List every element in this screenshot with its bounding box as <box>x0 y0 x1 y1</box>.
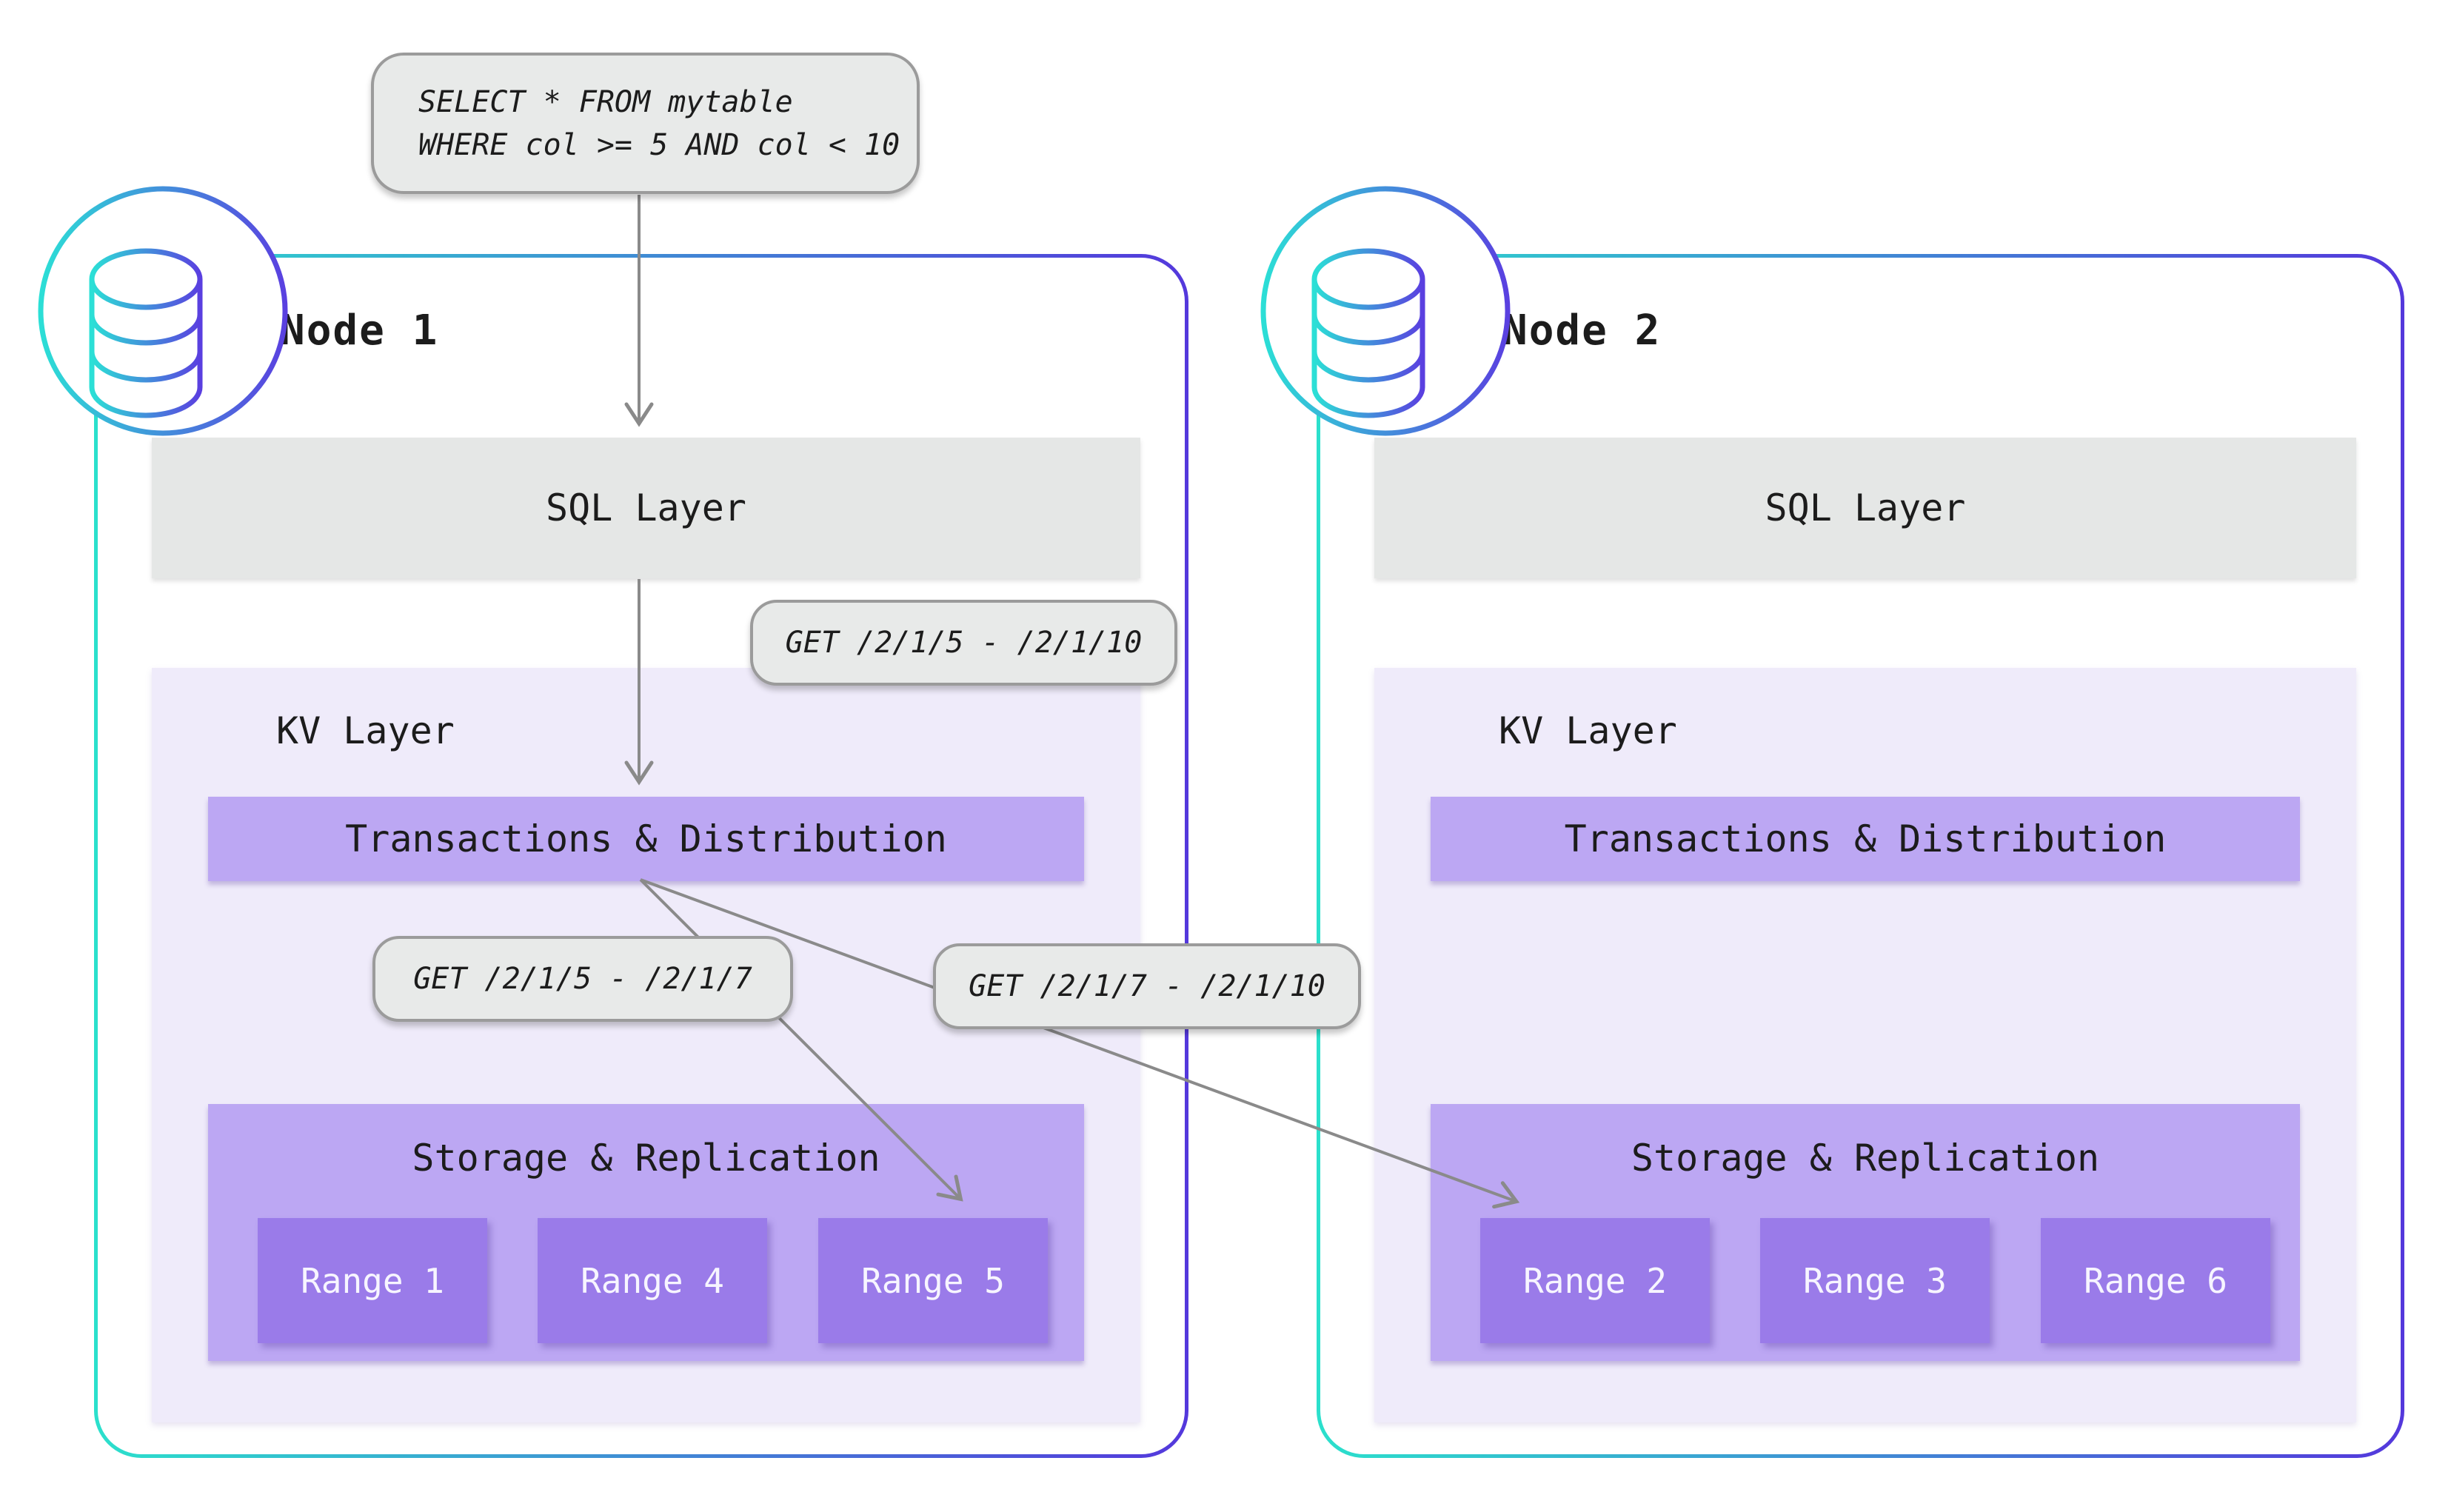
range-1-box: Range 1 <box>258 1218 487 1343</box>
node-2-kv-layer-box: KV Layer Transactions & Distribution Sto… <box>1374 668 2356 1422</box>
range-5-box: Range 5 <box>818 1218 1048 1343</box>
node-2-sql-layer-box: SQL Layer <box>1374 438 2356 578</box>
node-1-title: Node 1 <box>280 307 439 355</box>
range-6-box: Range 6 <box>2041 1218 2270 1343</box>
database-icon <box>1260 186 1511 436</box>
database-icon <box>38 186 288 436</box>
node-2-title: Node 2 <box>1502 307 1662 355</box>
get-request-left-split-label: GET /2/1/5 - /2/1/7 <box>372 936 793 1022</box>
storage-replication-label: Storage & Replication <box>1631 1137 2100 1180</box>
transactions-distribution-label: Transactions & Distribution <box>345 817 947 860</box>
sql-layer-label: SQL Layer <box>1765 486 1966 529</box>
node-1-kv-layer-box: KV Layer Transactions & Distribution Sto… <box>152 668 1140 1422</box>
node-2-storage-replication-box: Storage & Replication Range 2 Range 3 Ra… <box>1431 1104 2300 1361</box>
transactions-distribution-label: Transactions & Distribution <box>1564 817 2167 860</box>
range-3-box: Range 3 <box>1760 1218 1990 1343</box>
node-1-storage-replication-box: Storage & Replication Range 1 Range 4 Ra… <box>208 1104 1084 1361</box>
storage-replication-label: Storage & Replication <box>412 1137 880 1180</box>
sql-layer-label: SQL Layer <box>546 486 746 529</box>
sql-query-line-2: WHERE col >= 5 AND col < 10 <box>418 127 900 162</box>
sql-query-line-1: SELECT * FROM mytable <box>418 84 793 119</box>
sql-query-label: SELECT * FROM mytable WHERE col >= 5 AND… <box>371 53 920 194</box>
node-2-box: Node 2 SQL Layer KV Layer Transactions &… <box>1260 186 2404 1458</box>
kv-layer-label: KV Layer <box>276 709 455 752</box>
get-request-right-split-label: GET /2/1/7 - /2/1/10 <box>933 943 1361 1029</box>
node-1-sql-layer-box: SQL Layer <box>152 438 1140 578</box>
range-2-box: Range 2 <box>1480 1218 1710 1343</box>
range-4-box: Range 4 <box>538 1218 767 1343</box>
node-1-box: Node 1 SQL Layer KV Layer Transactions &… <box>38 186 1188 1458</box>
node-1-transactions-distribution-box: Transactions & Distribution <box>208 797 1084 881</box>
kv-layer-label: KV Layer <box>1499 709 1677 752</box>
get-request-combined-label: GET /2/1/5 - /2/1/10 <box>750 600 1177 686</box>
node-2-transactions-distribution-box: Transactions & Distribution <box>1431 797 2300 881</box>
